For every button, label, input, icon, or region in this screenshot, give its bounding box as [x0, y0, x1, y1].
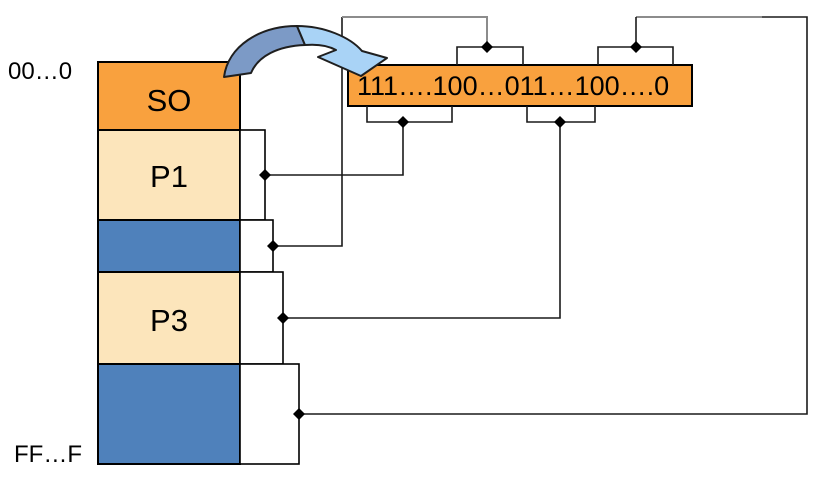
connector-hole-2 [299, 16, 808, 415]
extent-bracket-hole-2 [239, 363, 300, 465]
curved-arrow-body-dark [223, 25, 306, 78]
address-label-bottom: FF…F [14, 441, 82, 468]
diamond-marker [293, 408, 305, 420]
diamond-marker [554, 116, 566, 128]
curved-arrow-body-light [296, 25, 388, 77]
memory-segment-hole-2 [97, 363, 241, 465]
connector-hole-1-overhead [342, 16, 488, 47]
diamond-marker [397, 116, 409, 128]
diamond-marker [630, 41, 642, 53]
segment-label-so: SO [147, 83, 192, 118]
memory-segment-p1 [97, 129, 241, 221]
connector-p3 [283, 122, 561, 319]
diamond-marker [267, 240, 279, 252]
connector-hole-1 [273, 17, 343, 247]
segment-label-p1: P1 [150, 159, 188, 194]
address-label-top: 00…0 [8, 58, 72, 85]
memory-segment-p3 [97, 271, 241, 365]
diamond-marker [481, 41, 493, 53]
bitmap-bits-text: 111….100…011…100….0 [357, 71, 669, 101]
diamond-marker [259, 169, 271, 181]
memory-segment-so [97, 61, 241, 131]
segment-label-p3: P3 [150, 303, 188, 338]
bit-range-bracket-bottom-1 [366, 106, 453, 123]
memory-segment-hole-1 [97, 219, 241, 273]
bitmap-bar [347, 64, 693, 107]
connector-p1 [265, 122, 404, 176]
diamond-marker [277, 312, 289, 324]
curved-arrow-icon [223, 25, 388, 78]
extent-bracket-p3 [239, 271, 284, 365]
